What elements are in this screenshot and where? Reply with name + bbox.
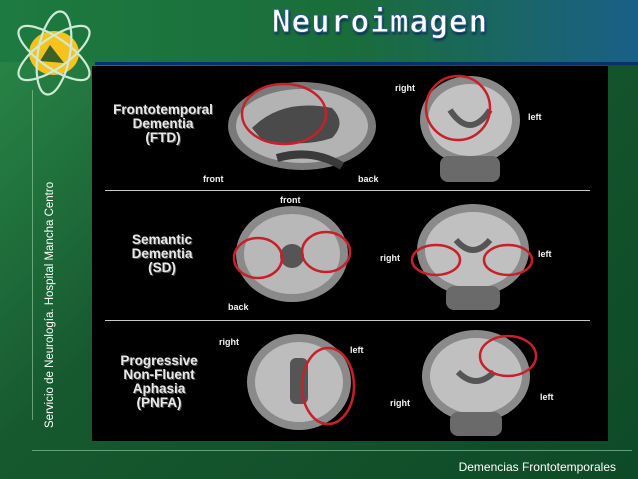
pnfa-axial-scan (247, 334, 356, 430)
ftd-sagittal-scan (228, 82, 376, 170)
tag-ftd-left: left (528, 112, 542, 122)
sd-axial-scan (232, 206, 352, 302)
pnfa-coronal-scan (422, 330, 538, 436)
footer-text: Demencias Frontotemporales (458, 460, 616, 474)
row-divider-2 (105, 320, 590, 321)
sd-coronal-scan (410, 204, 534, 310)
title-band (0, 0, 638, 62)
bottom-rule (32, 450, 632, 451)
left-rule (32, 90, 33, 420)
tag-ftd-right: right (395, 83, 415, 93)
tag-sd-right: right (380, 253, 400, 263)
tag-pnfa-axial-left: left (350, 345, 364, 355)
tag-pnfa-axial-right: right (219, 337, 239, 347)
tag-sd-back: back (228, 302, 249, 312)
slide-title: Neuroimagen (271, 4, 489, 41)
ftd-coronal-scan (420, 74, 520, 182)
atom-logo-icon (17, 10, 91, 96)
tag-pnfa-coronal-right: right (390, 398, 410, 408)
side-caption: Servicio de Neurología. Hospital Mancha … (44, 181, 56, 428)
tag-sd-front: front (280, 195, 301, 205)
tag-ftd-back: back (358, 174, 379, 184)
row-divider-1 (105, 190, 590, 191)
title-band-underline (95, 62, 638, 65)
tag-pnfa-coronal-left: left (540, 392, 554, 402)
tag-ftd-front: front (203, 174, 224, 184)
tag-sd-left: left (538, 249, 552, 259)
